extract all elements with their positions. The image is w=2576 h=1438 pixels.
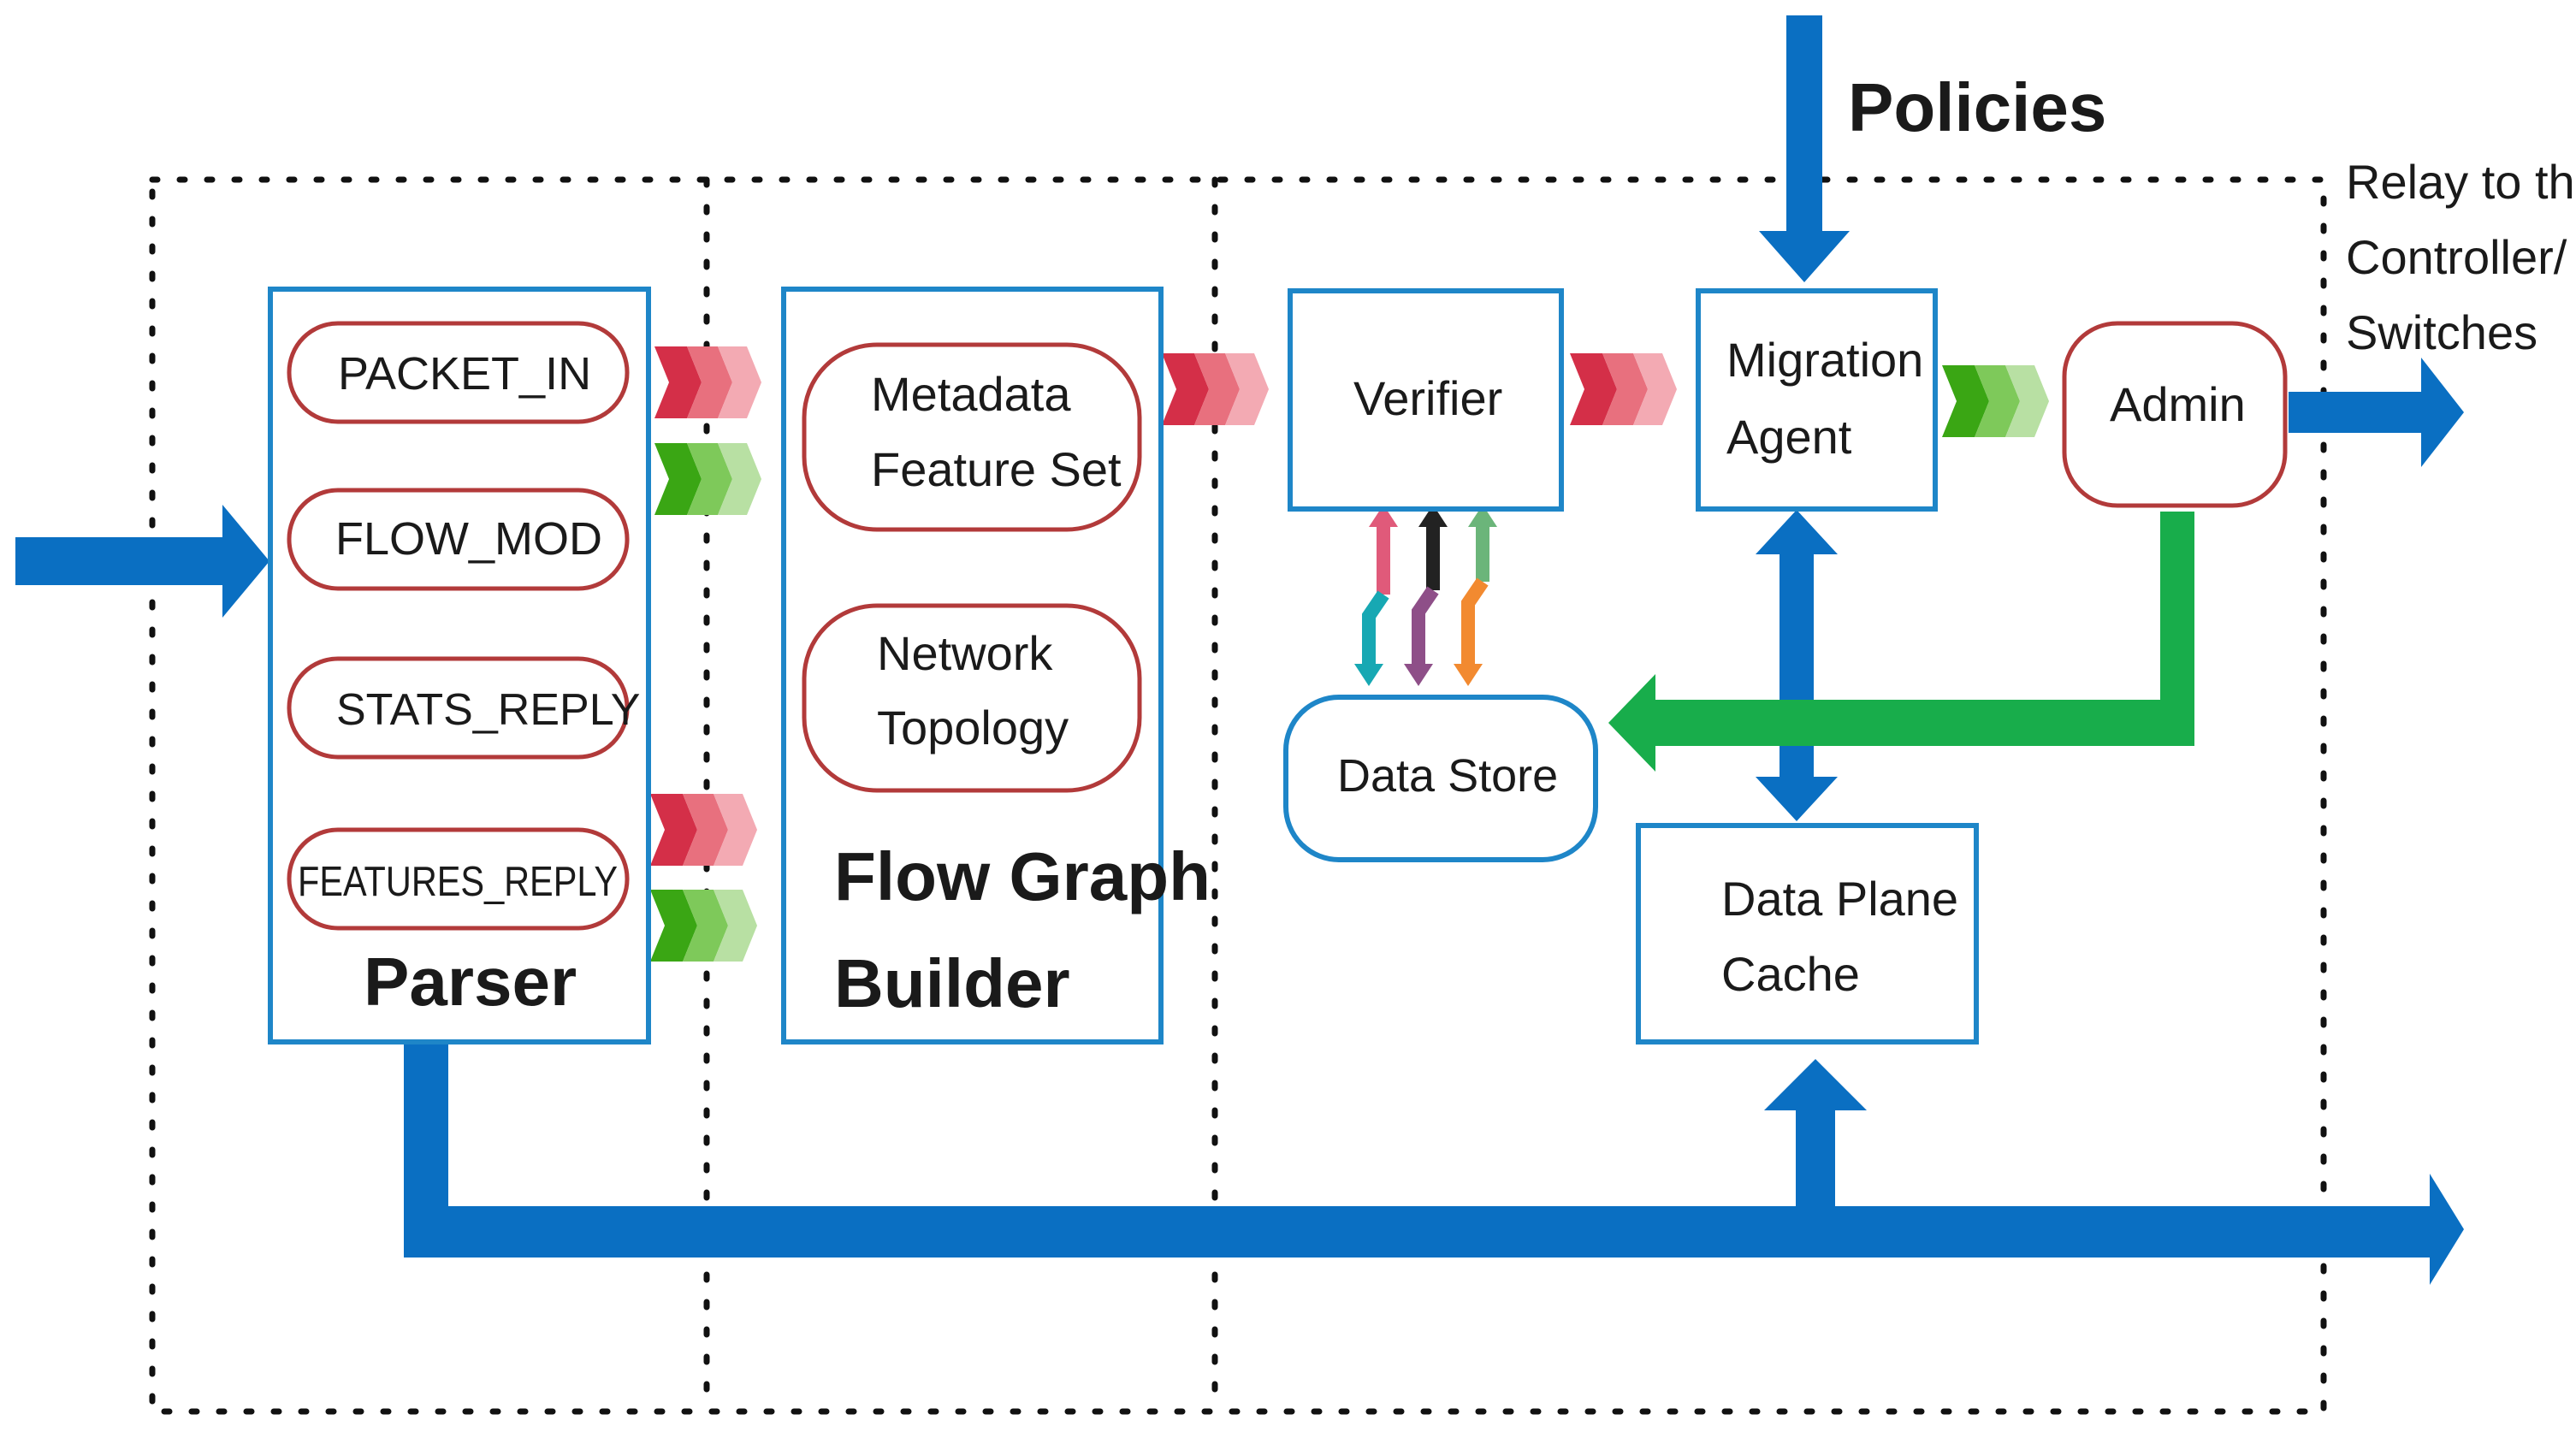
input-arrow xyxy=(15,505,269,618)
chevron-red-fgb-verifier xyxy=(1162,353,1269,425)
data-store-box xyxy=(1283,695,1598,862)
dpc-label-line2: Cache xyxy=(1721,947,1860,1001)
diagram-labels: Policies Relay to the Controller/ Switch… xyxy=(298,69,2576,1021)
policies-label: Policies xyxy=(1848,69,2106,145)
admin-label: Admin xyxy=(2110,377,2246,431)
parser-label: Parser xyxy=(364,944,577,1020)
fgb-label-line2: Builder xyxy=(834,945,1070,1021)
oval-features-reply xyxy=(287,827,630,931)
label-packet-in: PACKET_IN xyxy=(338,348,591,399)
label-network-line2: Topology xyxy=(877,701,1069,755)
data-plane-cache-box xyxy=(1636,823,1979,1044)
relay-arrow xyxy=(2289,358,2464,467)
label-metadata-line1: Metadata xyxy=(871,367,1071,421)
chevron-red-parser-fgb xyxy=(654,346,761,418)
stage-boundaries xyxy=(149,176,2327,1415)
blue-flows xyxy=(15,15,2464,1285)
dotted-outer-frame xyxy=(149,176,2327,1415)
cache-feed-arrow xyxy=(1764,1059,1867,1206)
orange-down-arrow xyxy=(1461,577,1489,667)
admin-feedback-arrow xyxy=(1608,512,2194,772)
fgb-label-line1: Flow Graph xyxy=(834,838,1211,914)
verifier-label: Verifier xyxy=(1353,371,1502,425)
oval-metadata xyxy=(802,342,1142,532)
admin-oval xyxy=(2062,321,2288,508)
label-stats-reply: STATS_REPLY xyxy=(336,685,640,735)
agent-cache-arrow xyxy=(1756,510,1838,821)
label-metadata-line2: Feature Set xyxy=(871,442,1122,496)
chevron-red-verifier-agent xyxy=(1570,353,1677,425)
chevron-green-parser-fgb xyxy=(654,443,761,515)
teal-down-arrow xyxy=(1362,590,1389,667)
oval-flow-mod xyxy=(287,488,630,591)
migration-label-line1: Migration xyxy=(1726,333,1923,387)
relay-label-line1: Relay to the xyxy=(2346,155,2576,209)
chevron-red-features xyxy=(650,794,757,866)
chevron-green-agent-admin xyxy=(1942,365,2049,437)
data-store-label: Data Store xyxy=(1337,750,1558,802)
verifier-store-arrows xyxy=(1354,505,1497,686)
oval-network-topology xyxy=(802,603,1142,793)
policies-arrow xyxy=(1759,15,1850,282)
purple-down-arrow xyxy=(1412,586,1439,667)
chevrons xyxy=(650,346,2049,962)
verifier-box xyxy=(1288,288,1564,512)
oval-packet-in xyxy=(287,321,630,424)
label-flow-mod: FLOW_MOD xyxy=(335,513,602,565)
migration-agent-box xyxy=(1696,288,1938,512)
message-ovals xyxy=(287,321,2288,931)
relay-label-line3: Switches xyxy=(2346,305,2538,359)
label-features-reply: FEATURES_REPLY xyxy=(298,859,618,905)
migration-label-line2: Agent xyxy=(1726,410,1852,464)
oval-stats-reply xyxy=(287,656,630,760)
chevron-green-features xyxy=(650,890,757,962)
relay-label-line2: Controller/ xyxy=(2346,230,2567,284)
label-network-line1: Network xyxy=(877,626,1053,680)
dpc-label-line1: Data Plane xyxy=(1721,872,1958,926)
parser-bus-arrow xyxy=(404,1042,2464,1285)
